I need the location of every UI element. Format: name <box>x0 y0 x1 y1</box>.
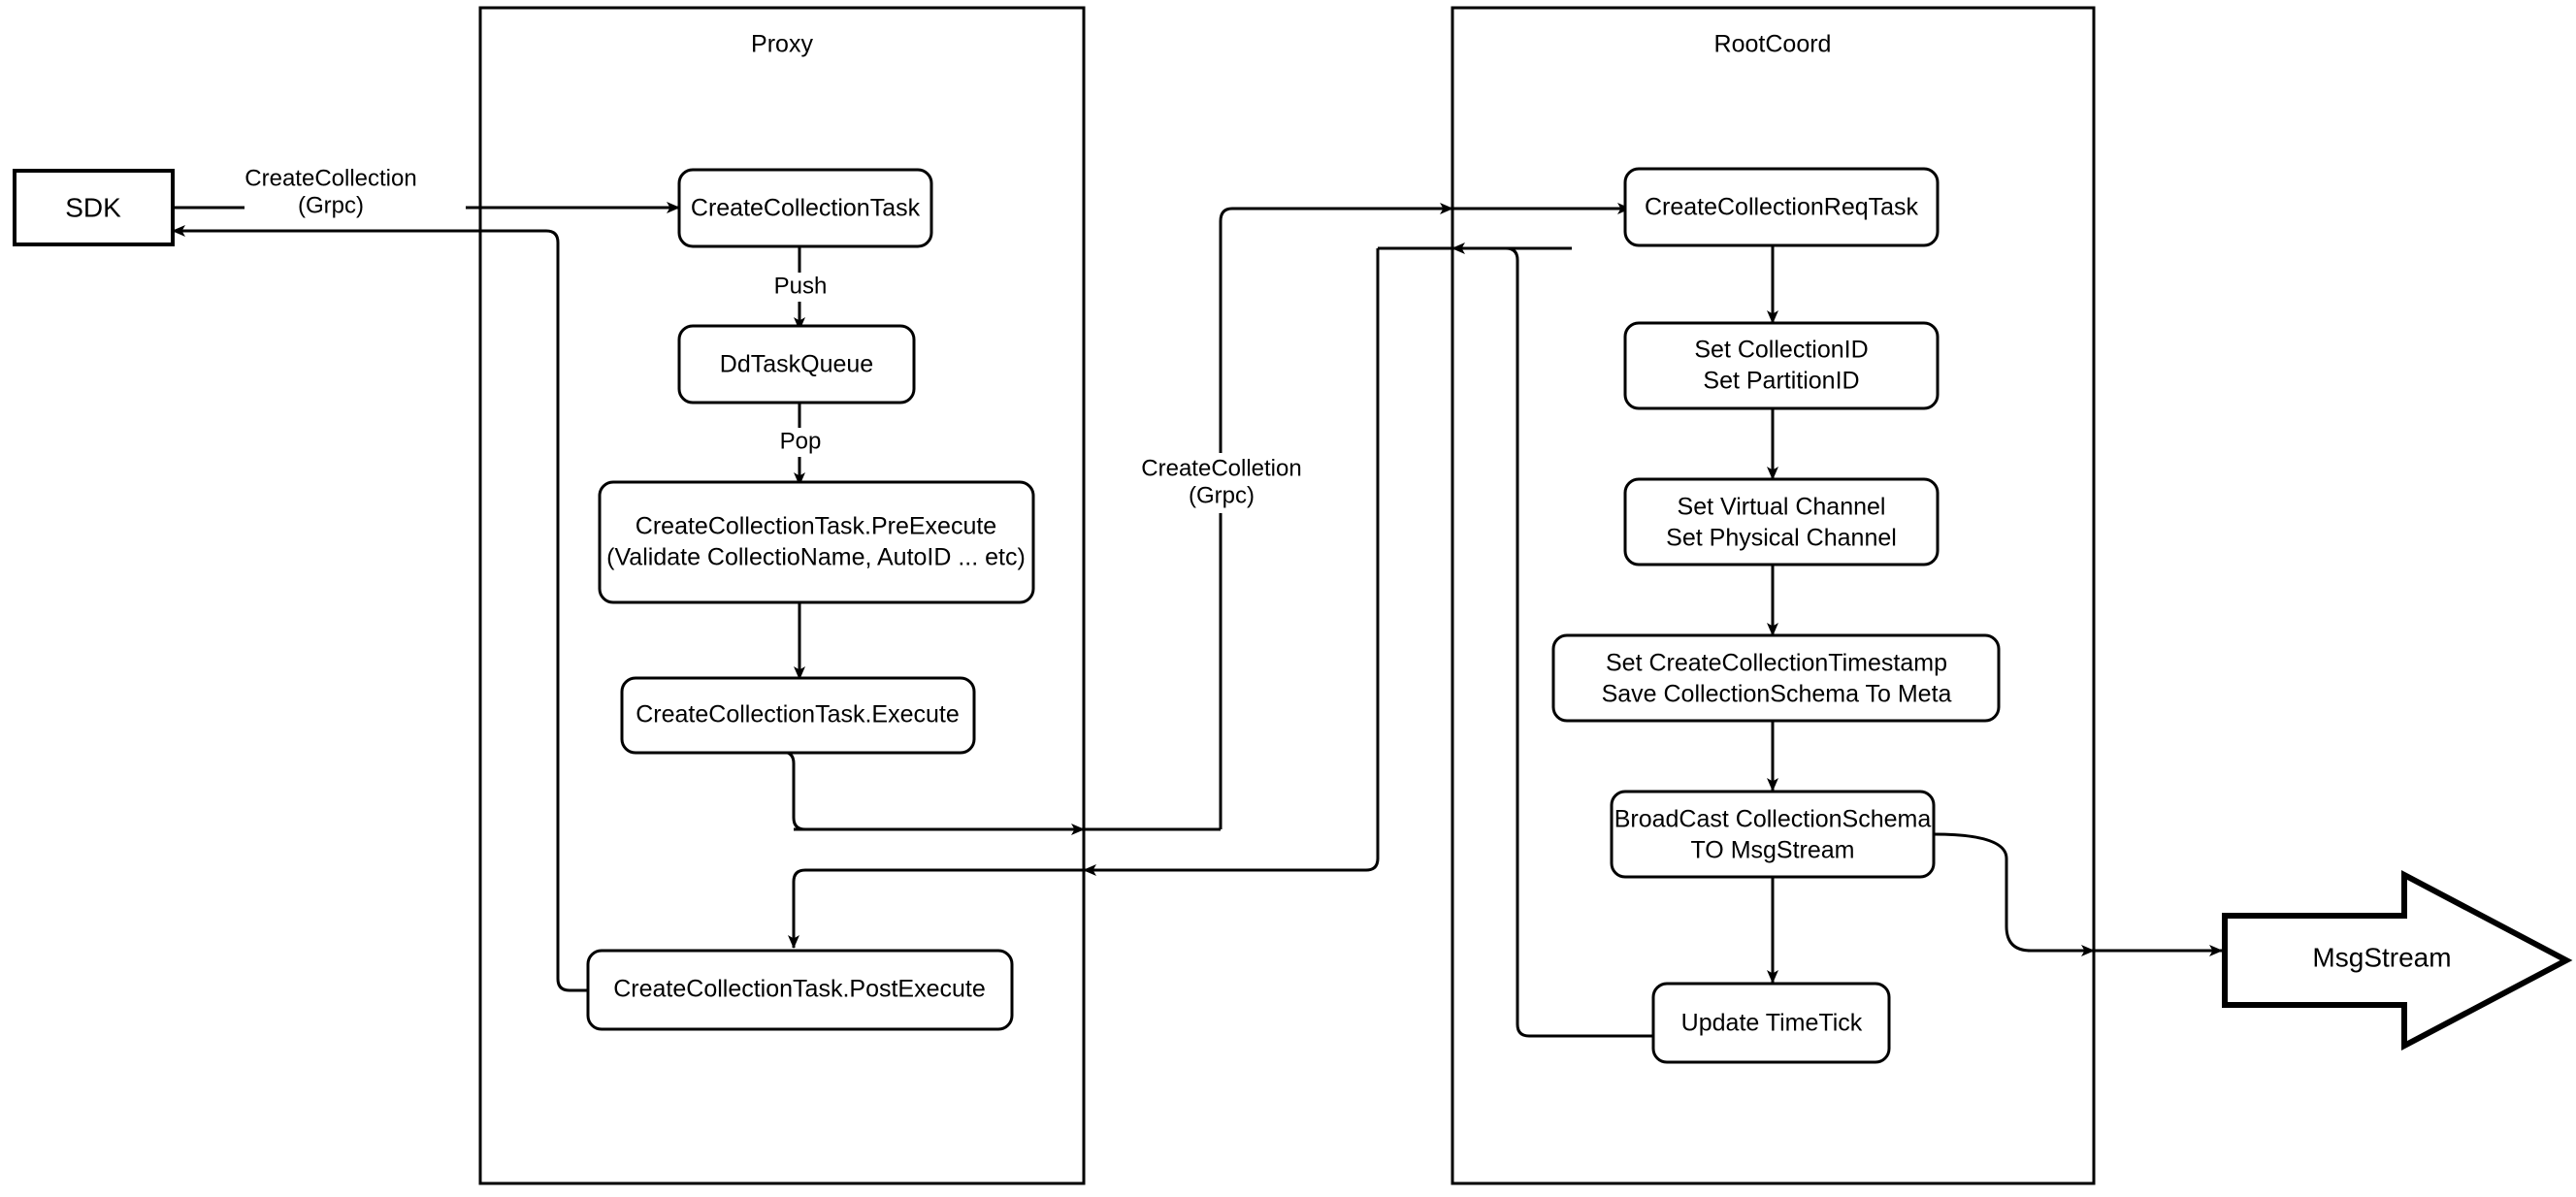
node-save-meta[interactable]: Set CreateCollectionTimestamp Save Colle… <box>1551 633 2001 723</box>
edge-label-rootcoord-line2: (Grpc) <box>1189 482 1255 508</box>
node-create-collection-req-task-label: CreateCollectionReqTask <box>1645 194 1919 221</box>
edge-label-rootcoord-line1: CreateColletion <box>1141 455 1301 481</box>
node-pre-execute-line2: (Validate CollectioName, AutoID ... etc) <box>606 544 1026 571</box>
edge-label-push: Push <box>763 273 838 302</box>
node-set-ids-line2: Set PartitionID <box>1703 368 1859 395</box>
node-msgstream[interactable]: MsgStream <box>2222 870 2573 1051</box>
container-proxy-label: Proxy <box>751 31 813 58</box>
edge-label-sdk-line2: (Grpc) <box>298 192 364 218</box>
node-set-channels-line2: Set Physical Channel <box>1666 525 1897 552</box>
node-update-timetick[interactable]: Update TimeTick <box>1651 982 1891 1064</box>
node-save-meta-line2: Save CollectionSchema To Meta <box>1602 681 1952 708</box>
node-pre-execute[interactable]: CreateCollectionTask.PreExecute (Validat… <box>598 480 1035 604</box>
node-broadcast-line1: BroadCast CollectionSchema <box>1614 806 1932 833</box>
node-msgstream-label: MsgStream <box>2312 942 2451 972</box>
edge-label-pop-text: Pop <box>780 428 822 454</box>
node-sdk-label: SDK <box>65 192 121 222</box>
edge-label-sdk-to-proxy: CreateCollection (Grpc) <box>245 163 466 223</box>
node-post-execute-label: CreateCollectionTask.PostExecute <box>613 976 986 1003</box>
node-execute-label: CreateCollectionTask.Execute <box>636 701 960 728</box>
edge-label-pop: Pop <box>766 428 834 457</box>
container-rootcoord-label: RootCoord <box>1714 31 1832 58</box>
node-broadcast[interactable]: BroadCast CollectionSchema TO MsgStream <box>1610 790 1936 879</box>
node-dd-task-queue-label: DdTaskQueue <box>720 351 873 378</box>
node-create-collection-task-label: CreateCollectionTask <box>691 195 921 222</box>
node-dd-task-queue[interactable]: DdTaskQueue <box>677 324 916 404</box>
edge-to-rootcoord-rail <box>1219 207 1452 829</box>
edge-label-proxy-to-rootcoord: CreateColletion (Grpc) <box>1131 453 1312 513</box>
node-broadcast-line2: TO MsgStream <box>1690 837 1854 864</box>
node-post-execute[interactable]: CreateCollectionTask.PostExecute <box>586 949 1014 1031</box>
edge-label-push-text: Push <box>774 273 828 299</box>
edge-post-execute-to-sdk <box>172 225 588 992</box>
node-set-channels[interactable]: Set Virtual Channel Set Physical Channel <box>1623 477 1940 566</box>
edge-broadcast-to-msgstream-rail <box>1933 832 2094 953</box>
edge-label-sdk-line1: CreateCollection <box>245 165 416 191</box>
node-execute[interactable]: CreateCollectionTask.Execute <box>620 676 976 755</box>
node-sdk[interactable]: SDK <box>13 169 175 246</box>
node-set-ids[interactable]: Set CollectionID Set PartitionID <box>1623 321 1940 410</box>
node-set-channels-line1: Set Virtual Channel <box>1678 494 1886 521</box>
node-update-timetick-label: Update TimeTick <box>1681 1010 1863 1037</box>
node-set-ids-line1: Set CollectionID <box>1694 337 1868 364</box>
node-create-collection-task[interactable]: CreateCollectionTask <box>677 168 933 248</box>
node-pre-execute-line1: CreateCollectionTask.PreExecute <box>636 513 996 540</box>
node-save-meta-line1: Set CreateCollectionTimestamp <box>1606 650 1947 677</box>
node-create-collection-req-task[interactable]: CreateCollectionReqTask <box>1623 167 1940 247</box>
